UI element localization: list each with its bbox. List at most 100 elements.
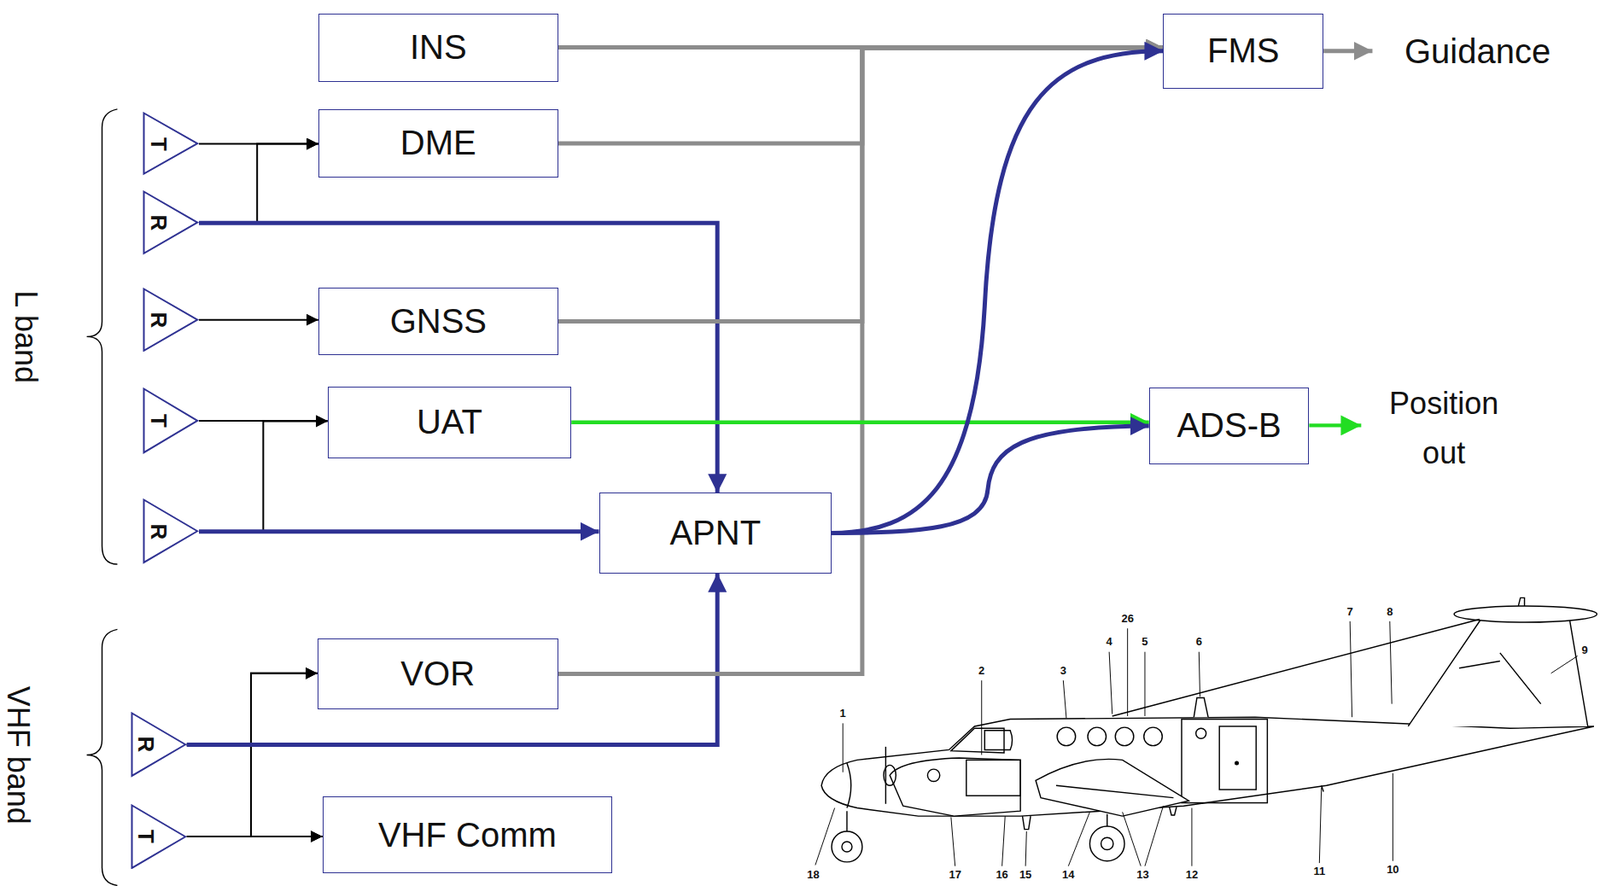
antenna-symbol: R <box>130 712 187 777</box>
drawing-stroke <box>1144 652 1145 717</box>
callout-number: 26 <box>1121 613 1133 626</box>
signal-connector <box>558 47 1164 674</box>
box-label: FMS <box>1207 31 1279 71</box>
leader-lines <box>815 621 1578 867</box>
callout-number: 4 <box>1106 636 1113 649</box>
callout-number: 15 <box>1019 869 1032 882</box>
callout-number: 13 <box>1136 869 1149 882</box>
callout-number: 18 <box>806 869 819 882</box>
cabin-window <box>1056 727 1076 747</box>
tail-antenna <box>1518 597 1525 607</box>
box-label: ADS-B <box>1176 406 1281 445</box>
door-handle <box>1235 761 1239 765</box>
drawing-stroke <box>951 817 956 866</box>
gear-strut <box>846 811 847 832</box>
antenna-outline <box>131 713 186 777</box>
process-box: VHF Comm <box>322 796 613 874</box>
box-label: VOR <box>400 654 475 694</box>
antenna-outline <box>144 500 199 563</box>
aircraft-drawing <box>821 597 1597 863</box>
drawing-stroke <box>1392 773 1394 862</box>
callout-number: 1 <box>840 707 847 721</box>
signal-connector <box>198 529 600 534</box>
antenna-letter: T <box>147 414 170 428</box>
propeller <box>885 747 887 805</box>
output-label: Guidance <box>1404 31 1551 71</box>
callout-number: 2 <box>978 665 985 678</box>
process-box: UAT <box>327 386 573 459</box>
signal-connector <box>186 835 323 838</box>
engine-nacelle <box>889 758 1021 817</box>
signal-connector <box>831 426 1150 533</box>
wing <box>1035 759 1189 817</box>
gear-strut <box>1106 814 1108 827</box>
antenna-letter: R <box>147 311 170 328</box>
output-arrow <box>1323 48 1373 53</box>
dorsal-antenna <box>1193 697 1209 718</box>
signal-connector <box>571 420 1149 426</box>
engine-cowling <box>966 759 1021 796</box>
antenna-symbol: R <box>142 498 199 564</box>
blade-antenna <box>1169 806 1177 816</box>
band-bracket <box>87 109 118 565</box>
signal-connector <box>198 144 319 224</box>
drawing-stroke <box>1062 680 1067 719</box>
drawing-stroke <box>1109 652 1113 715</box>
antenna-symbol: R <box>142 190 199 255</box>
signal-connector <box>186 673 318 837</box>
antenna-letter: R <box>134 736 158 754</box>
box-label: DME <box>400 123 477 163</box>
signal-connector <box>186 573 719 746</box>
antenna-outline <box>144 289 199 351</box>
antenna-letter: T <box>147 137 170 152</box>
process-box: ADS-B <box>1149 387 1310 465</box>
output-arrow <box>1308 423 1361 427</box>
callout-number: 5 <box>1141 636 1148 649</box>
main-wheel <box>1101 837 1114 850</box>
box-label: APNT <box>669 513 761 553</box>
door-window <box>1196 728 1207 739</box>
band-bracket <box>87 629 118 886</box>
callout-number: 16 <box>995 869 1008 882</box>
callout-number: 12 <box>1185 869 1198 882</box>
process-box: GNSS <box>318 287 559 356</box>
callout-number: 10 <box>1386 864 1399 877</box>
drawing-stroke <box>1319 788 1321 864</box>
antenna-symbol: T <box>142 387 199 455</box>
antenna-symbol: R <box>142 287 199 352</box>
box-label: GNSS <box>390 302 487 341</box>
signal-connector <box>198 421 328 532</box>
box-label: INS <box>409 28 468 67</box>
fuselage <box>821 717 1595 817</box>
wire-antenna <box>1112 618 1480 717</box>
drawing-stroke <box>1191 808 1192 867</box>
drawing-stroke <box>1025 831 1027 867</box>
drawing-stroke <box>1127 628 1128 717</box>
tail-line <box>1459 660 1501 668</box>
antenna-outline <box>144 192 199 254</box>
process-box: VOR <box>317 638 559 709</box>
signal-connector <box>198 222 718 493</box>
drawing-stroke <box>1551 655 1578 673</box>
band-label: VHF band <box>0 685 36 824</box>
signal-connector <box>186 744 323 837</box>
signal-connector <box>198 319 319 322</box>
drawing-stroke <box>1122 811 1142 866</box>
process-box: FMS <box>1162 13 1324 89</box>
cabin-window <box>1087 727 1107 747</box>
callout-number: 6 <box>1196 636 1203 649</box>
cockpit-window <box>984 730 1012 751</box>
engine-intake <box>927 769 940 782</box>
callout-number: 3 <box>1060 665 1067 678</box>
signal-connector <box>831 51 1163 534</box>
antenna-symbol: T <box>130 804 187 870</box>
nose-cone <box>846 763 852 809</box>
drawing-stroke <box>1144 805 1164 867</box>
drawing-stroke <box>815 808 836 866</box>
antenna-letter: R <box>147 215 170 232</box>
drawing-stroke <box>1068 811 1090 866</box>
callout-number: 11 <box>1313 865 1326 879</box>
